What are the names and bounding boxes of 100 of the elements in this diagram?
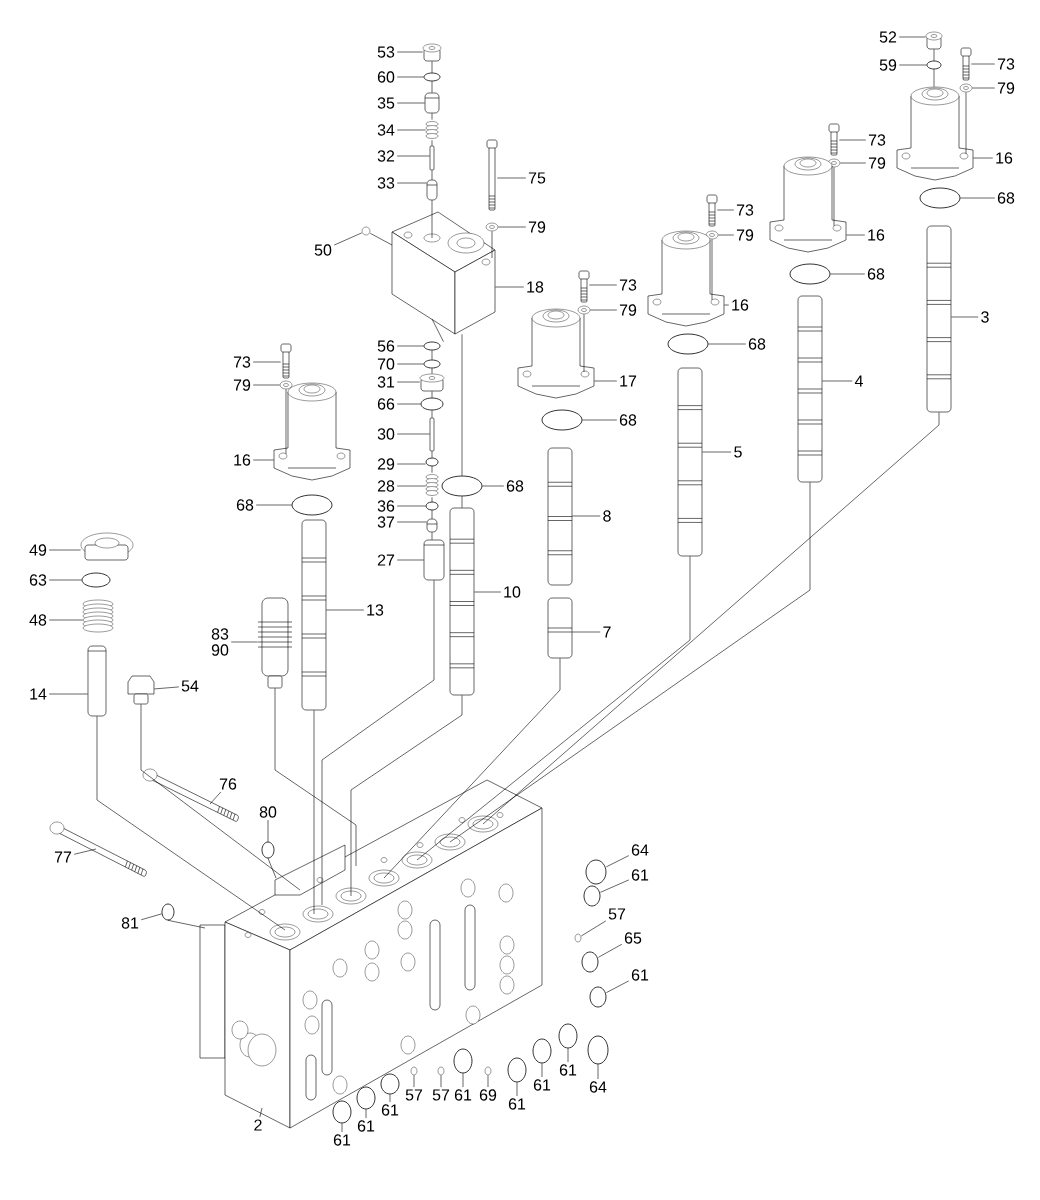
assembly-line	[431, 113, 433, 120]
leader-line	[898, 64, 927, 66]
leader-line	[252, 384, 280, 386]
leader-line	[413, 1075, 415, 1088]
leader-line	[396, 485, 426, 487]
o-ring	[261, 841, 275, 859]
cap	[422, 43, 442, 62]
pin	[429, 417, 435, 452]
bolt	[49, 821, 147, 877]
callout-number: 28	[377, 480, 395, 492]
callout-number: 30	[377, 428, 395, 440]
leader-line	[440, 1075, 442, 1088]
spring	[425, 474, 439, 496]
leader-line	[267, 819, 269, 842]
callout-number: 69	[479, 1089, 497, 1101]
leader-line	[396, 102, 425, 104]
callout-number: 16	[996, 152, 1013, 164]
callout-number: 27	[377, 554, 395, 566]
leader-line	[590, 309, 618, 311]
o-ring	[410, 1066, 418, 1076]
callout-number: 73	[868, 134, 886, 146]
assembly-line	[431, 391, 433, 398]
leader-line	[252, 361, 281, 363]
callout-number: 35	[377, 97, 395, 109]
assembly-line	[933, 69, 935, 87]
callout-number: 10	[504, 586, 521, 598]
assembly-line	[313, 710, 315, 915]
assembly-line	[461, 496, 463, 508]
o-ring	[361, 226, 371, 236]
callout-number: 3	[981, 311, 989, 323]
leader-line	[708, 343, 747, 345]
assembly-line	[711, 239, 713, 301]
leader-line	[154, 686, 180, 690]
leader-line	[462, 1073, 464, 1088]
assembly-line	[431, 140, 433, 146]
leader-line	[259, 1107, 263, 1118]
leader-line	[474, 591, 502, 593]
leader-line	[396, 51, 423, 53]
assembly-line	[431, 350, 433, 360]
o-ring	[161, 903, 175, 921]
washer	[279, 380, 293, 390]
assembly-line	[965, 92, 967, 155]
callout-number: 73	[997, 58, 1015, 70]
assembly-line	[431, 466, 433, 473]
solenoid	[769, 156, 847, 253]
leader-line	[365, 1109, 367, 1119]
cap	[925, 31, 943, 50]
leader-line	[582, 419, 618, 421]
o-ring	[484, 1066, 492, 1076]
assembly-line	[431, 61, 433, 73]
leader-line	[972, 87, 996, 89]
callout-number: 61	[381, 1104, 399, 1116]
leader-line	[718, 234, 735, 236]
assembly-line	[431, 410, 433, 418]
leader-line	[396, 381, 420, 383]
o-ring	[437, 1066, 445, 1076]
callout-number: 79	[619, 304, 637, 316]
washer	[485, 222, 499, 232]
leader-line	[606, 980, 630, 993]
callout-number: 75	[528, 172, 546, 184]
bolt	[960, 47, 972, 81]
callout-number: 33	[377, 177, 395, 189]
callout-number: 79	[736, 229, 754, 241]
callout-number: 70	[377, 358, 395, 370]
callout-number: 61	[559, 1064, 577, 1076]
callout-number: 80	[259, 806, 277, 818]
callout-number: 81	[121, 917, 139, 929]
callout-number: 61	[631, 969, 649, 981]
spool	[301, 519, 327, 711]
callout-number: 73	[233, 356, 251, 368]
leader-line	[255, 504, 292, 506]
callout-number: 4	[854, 375, 863, 387]
assembly-line	[431, 170, 433, 180]
assembly-line	[482, 412, 940, 825]
callout-number: 18	[527, 281, 544, 293]
callout-number: 83 90	[211, 628, 229, 656]
assembly-line	[350, 695, 463, 897]
o-ring	[667, 333, 709, 355]
leader-line	[597, 1064, 599, 1080]
assembly-line	[431, 510, 433, 519]
assembly-line	[431, 497, 433, 502]
leader-line	[48, 693, 88, 695]
callout-number: 79	[233, 379, 251, 391]
bolt	[280, 343, 292, 379]
assembly-line	[416, 556, 691, 861]
callout-number: 16	[234, 454, 251, 466]
plug	[423, 539, 445, 581]
bolt	[486, 139, 498, 211]
leader-line	[396, 433, 430, 435]
callout-number: 68	[619, 414, 637, 426]
callout-number: 66	[377, 398, 395, 410]
bolt	[828, 123, 840, 156]
callout-number: 60	[377, 71, 395, 83]
o-ring	[581, 951, 599, 973]
callout-number: 76	[219, 778, 237, 790]
plug	[424, 92, 440, 114]
assembly-line	[431, 200, 433, 239]
callout-number: 57	[432, 1089, 450, 1101]
plug	[87, 645, 107, 717]
assembly-line	[491, 231, 493, 259]
